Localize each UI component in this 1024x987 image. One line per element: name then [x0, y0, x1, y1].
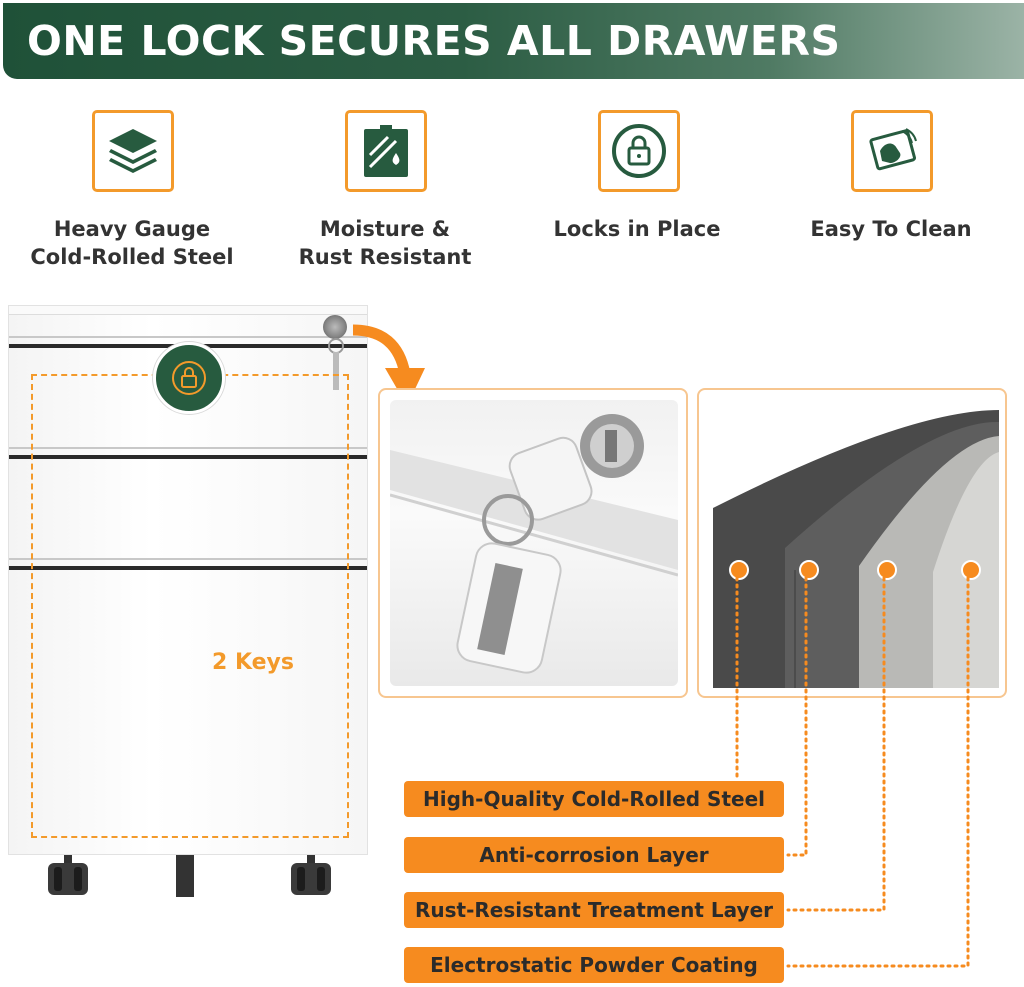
layer-marker-4: [961, 560, 981, 580]
layer-label-cold-rolled-steel: High-Quality Cold-Rolled Steel: [404, 781, 784, 817]
drawer-divider: [9, 566, 367, 570]
drawer-divider: [9, 455, 367, 459]
drawers-highlight-outline: [31, 374, 349, 838]
lock-badge: [153, 342, 225, 414]
layer-marker-3: [877, 560, 897, 580]
feature-label-moisture: Moisture &Rust Resistant: [298, 217, 472, 269]
caster-wheel-icon: [48, 855, 88, 895]
layer-label-anti-corrosion: Anti-corrosion Layer: [404, 837, 784, 873]
cabinet-stand: [176, 855, 194, 897]
cabinet-top: [9, 306, 367, 315]
layer-label-rust-resistant: Rust-Resistant Treatment Layer: [404, 892, 784, 928]
layer-label-powder-coating: Electrostatic Powder Coating: [404, 947, 784, 983]
keys-count-label: 2 Keys: [212, 650, 294, 675]
layers-icon: [92, 110, 174, 192]
caster-wheel-icon: [291, 855, 331, 895]
page-title: ONE LOCK SECURES ALL DRAWERS: [27, 17, 841, 65]
layer-marker-2: [799, 560, 819, 580]
steel-layers-illustration: [707, 400, 999, 688]
lock-icon: [598, 110, 680, 192]
feature-label-clean: Easy To Clean: [810, 217, 972, 241]
title-banner: ONE LOCK SECURES ALL DRAWERS: [3, 3, 1024, 79]
keys-photo-panel: [378, 388, 688, 698]
moisture-icon: [345, 110, 427, 192]
keys-illustration: [390, 414, 678, 674]
layer-marker-1: [729, 560, 749, 580]
cleaning-hand-icon: [851, 110, 933, 192]
curved-arrow-icon: [352, 324, 425, 406]
steel-layers-panel: [697, 388, 1007, 698]
hanging-key-icon: [328, 338, 344, 390]
feature-label-lock: Locks in Place: [553, 217, 721, 241]
cabinet-lock-cylinder: [323, 315, 347, 339]
